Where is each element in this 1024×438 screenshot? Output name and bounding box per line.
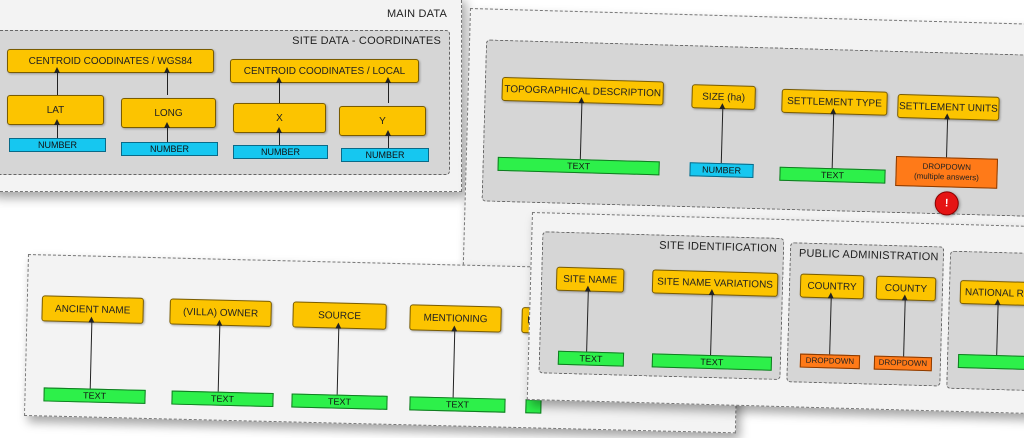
variations-text: TEXT	[651, 353, 773, 371]
national-registry-box: NATIONAL RE	[959, 279, 1024, 307]
villa-owner-text: TEXT	[171, 390, 274, 408]
arrow-villa-owner	[217, 323, 221, 392]
public-administration-title: PUBLIC ADMINISTRATION	[798, 247, 939, 264]
arrow-lat-wgs84	[54, 67, 60, 95]
national-registry-text	[957, 353, 1024, 371]
main-data-sheet: MAIN DATA SITE DATA - COORDINATES CENTRO…	[0, 0, 462, 192]
multiple-answers-note: (multiple answers)	[913, 171, 980, 183]
arrow-settlement-units	[946, 117, 949, 158]
local-box: CENTROID COODINATES / LOCAL	[230, 59, 419, 83]
arrow-num-long	[164, 122, 170, 142]
ancient-name-text: TEXT	[43, 387, 146, 404]
arrow-national-registry	[996, 303, 999, 356]
site-identification-title: SITE IDENTIFICATION	[659, 239, 778, 255]
arrow-source	[336, 326, 340, 395]
arrow-settlement-type	[831, 112, 835, 169]
public-administration-panel: PUBLIC ADMINISTRATION COUNTRY COUNTY DRO…	[786, 242, 945, 387]
y-box: Y	[339, 106, 426, 136]
warning-badge: !	[934, 191, 960, 216]
main-data-title: MAIN DATA	[386, 8, 447, 20]
topo-text: TEXT	[497, 156, 660, 176]
arrow-num-y	[385, 130, 391, 148]
source-text: TEXT	[291, 393, 388, 410]
size-number: NUMBER	[689, 162, 754, 178]
site-data-panel: SITE DATA - COORDINATES CENTROID COODINA…	[0, 30, 450, 175]
x-number: NUMBER	[233, 145, 328, 159]
arrow-country	[829, 296, 832, 355]
site-identification-panel: SITE IDENTIFICATION SITE NAME SITE NAME …	[538, 231, 785, 381]
arrow-size	[720, 107, 724, 164]
site-name-variations-box: SITE NAME VARIATIONS	[651, 269, 779, 297]
partial-text	[525, 399, 542, 414]
settlement-units-dropdown: DROPDOWN (multiple answers)	[895, 155, 998, 189]
mentioning-text: TEXT	[409, 396, 506, 413]
arrow-num-x	[276, 127, 282, 145]
arrow-county	[903, 298, 906, 357]
wgs84-box: CENTROID COODINATES / WGS84	[7, 49, 214, 73]
lat-number: NUMBER	[9, 138, 106, 152]
identification-sheet: SITE IDENTIFICATION SITE NAME SITE NAME …	[526, 212, 1024, 415]
long-number: NUMBER	[121, 142, 218, 156]
country-dropdown: DROPDOWN	[799, 353, 861, 370]
site-name-text: TEXT	[557, 350, 625, 367]
arrow-x-local	[276, 77, 282, 103]
arrow-ancient-name	[89, 320, 93, 389]
site-data-title: SITE DATA - COORDINATES	[292, 35, 441, 47]
arrow-topo	[579, 101, 583, 160]
arrow-long-wgs84	[164, 67, 170, 95]
county-dropdown: DROPDOWN	[873, 355, 933, 372]
site-description-panel: TOPOGRAPHICAL DESCRIPTION SIZE (ha) SETT…	[481, 39, 1024, 218]
arrow-site-name	[586, 289, 589, 352]
national-registry-panel: NATIONAL RE	[946, 250, 1024, 392]
arrow-mentioning	[452, 329, 456, 398]
settlement-type-text: TEXT	[779, 166, 886, 184]
arrow-variations	[710, 293, 713, 356]
arrow-y-local	[385, 77, 391, 103]
y-number: NUMBER	[341, 148, 429, 162]
arrow-num-lat	[54, 119, 60, 138]
